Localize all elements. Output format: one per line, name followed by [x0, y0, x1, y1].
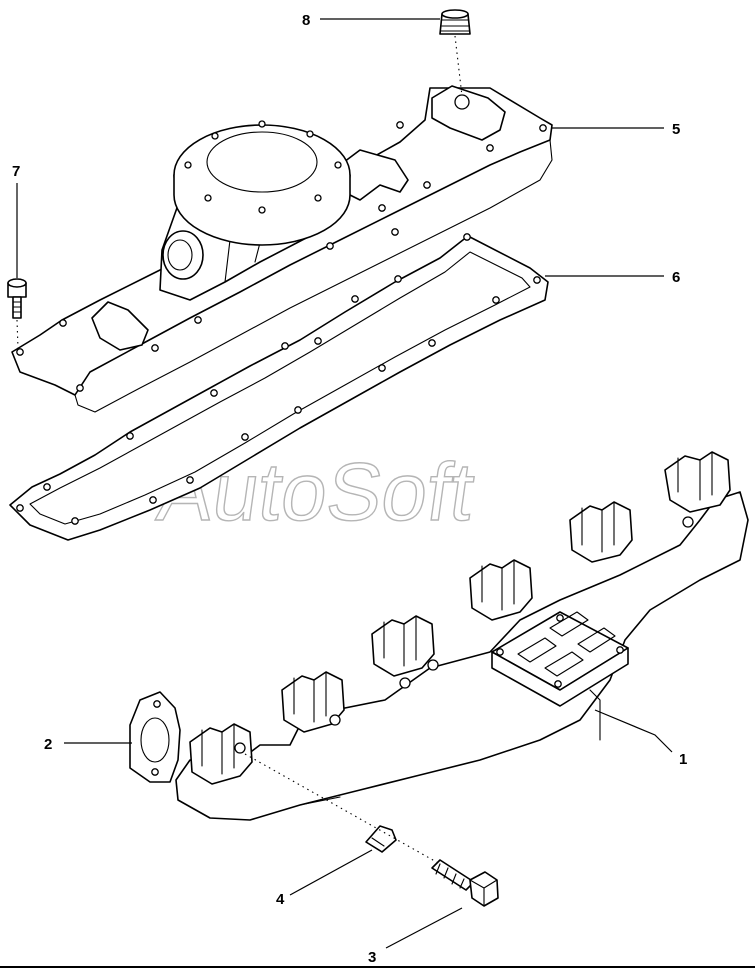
gasket-bolt-holes — [16, 233, 541, 525]
callout-6: 6 — [672, 269, 680, 286]
leader-lines — [16, 18, 673, 949]
callout-4: 4 — [276, 891, 285, 908]
callout-1: 1 — [679, 751, 687, 768]
bolt-part-3[interactable] — [431, 859, 499, 907]
callout-7: 7 — [12, 163, 20, 180]
bolt-part-7[interactable] — [7, 278, 27, 319]
plug-part[interactable] — [439, 9, 471, 35]
bottom-rule — [0, 966, 755, 968]
callout-3: 3 — [368, 949, 376, 966]
cover-plate-part[interactable] — [11, 85, 553, 413]
gasket-part[interactable] — [9, 233, 549, 541]
flange-gasket-part[interactable] — [129, 691, 181, 783]
cover-plate-bolt-holes — [16, 120, 547, 392]
callout-8: 8 — [302, 12, 310, 29]
callout-2: 2 — [44, 736, 52, 753]
clip-part[interactable] — [365, 825, 397, 853]
callout-5: 5 — [672, 121, 680, 138]
callout-numbers: 1 2 3 4 5 6 7 8 — [12, 12, 687, 966]
exhaust-manifold-part[interactable] — [175, 451, 749, 821]
